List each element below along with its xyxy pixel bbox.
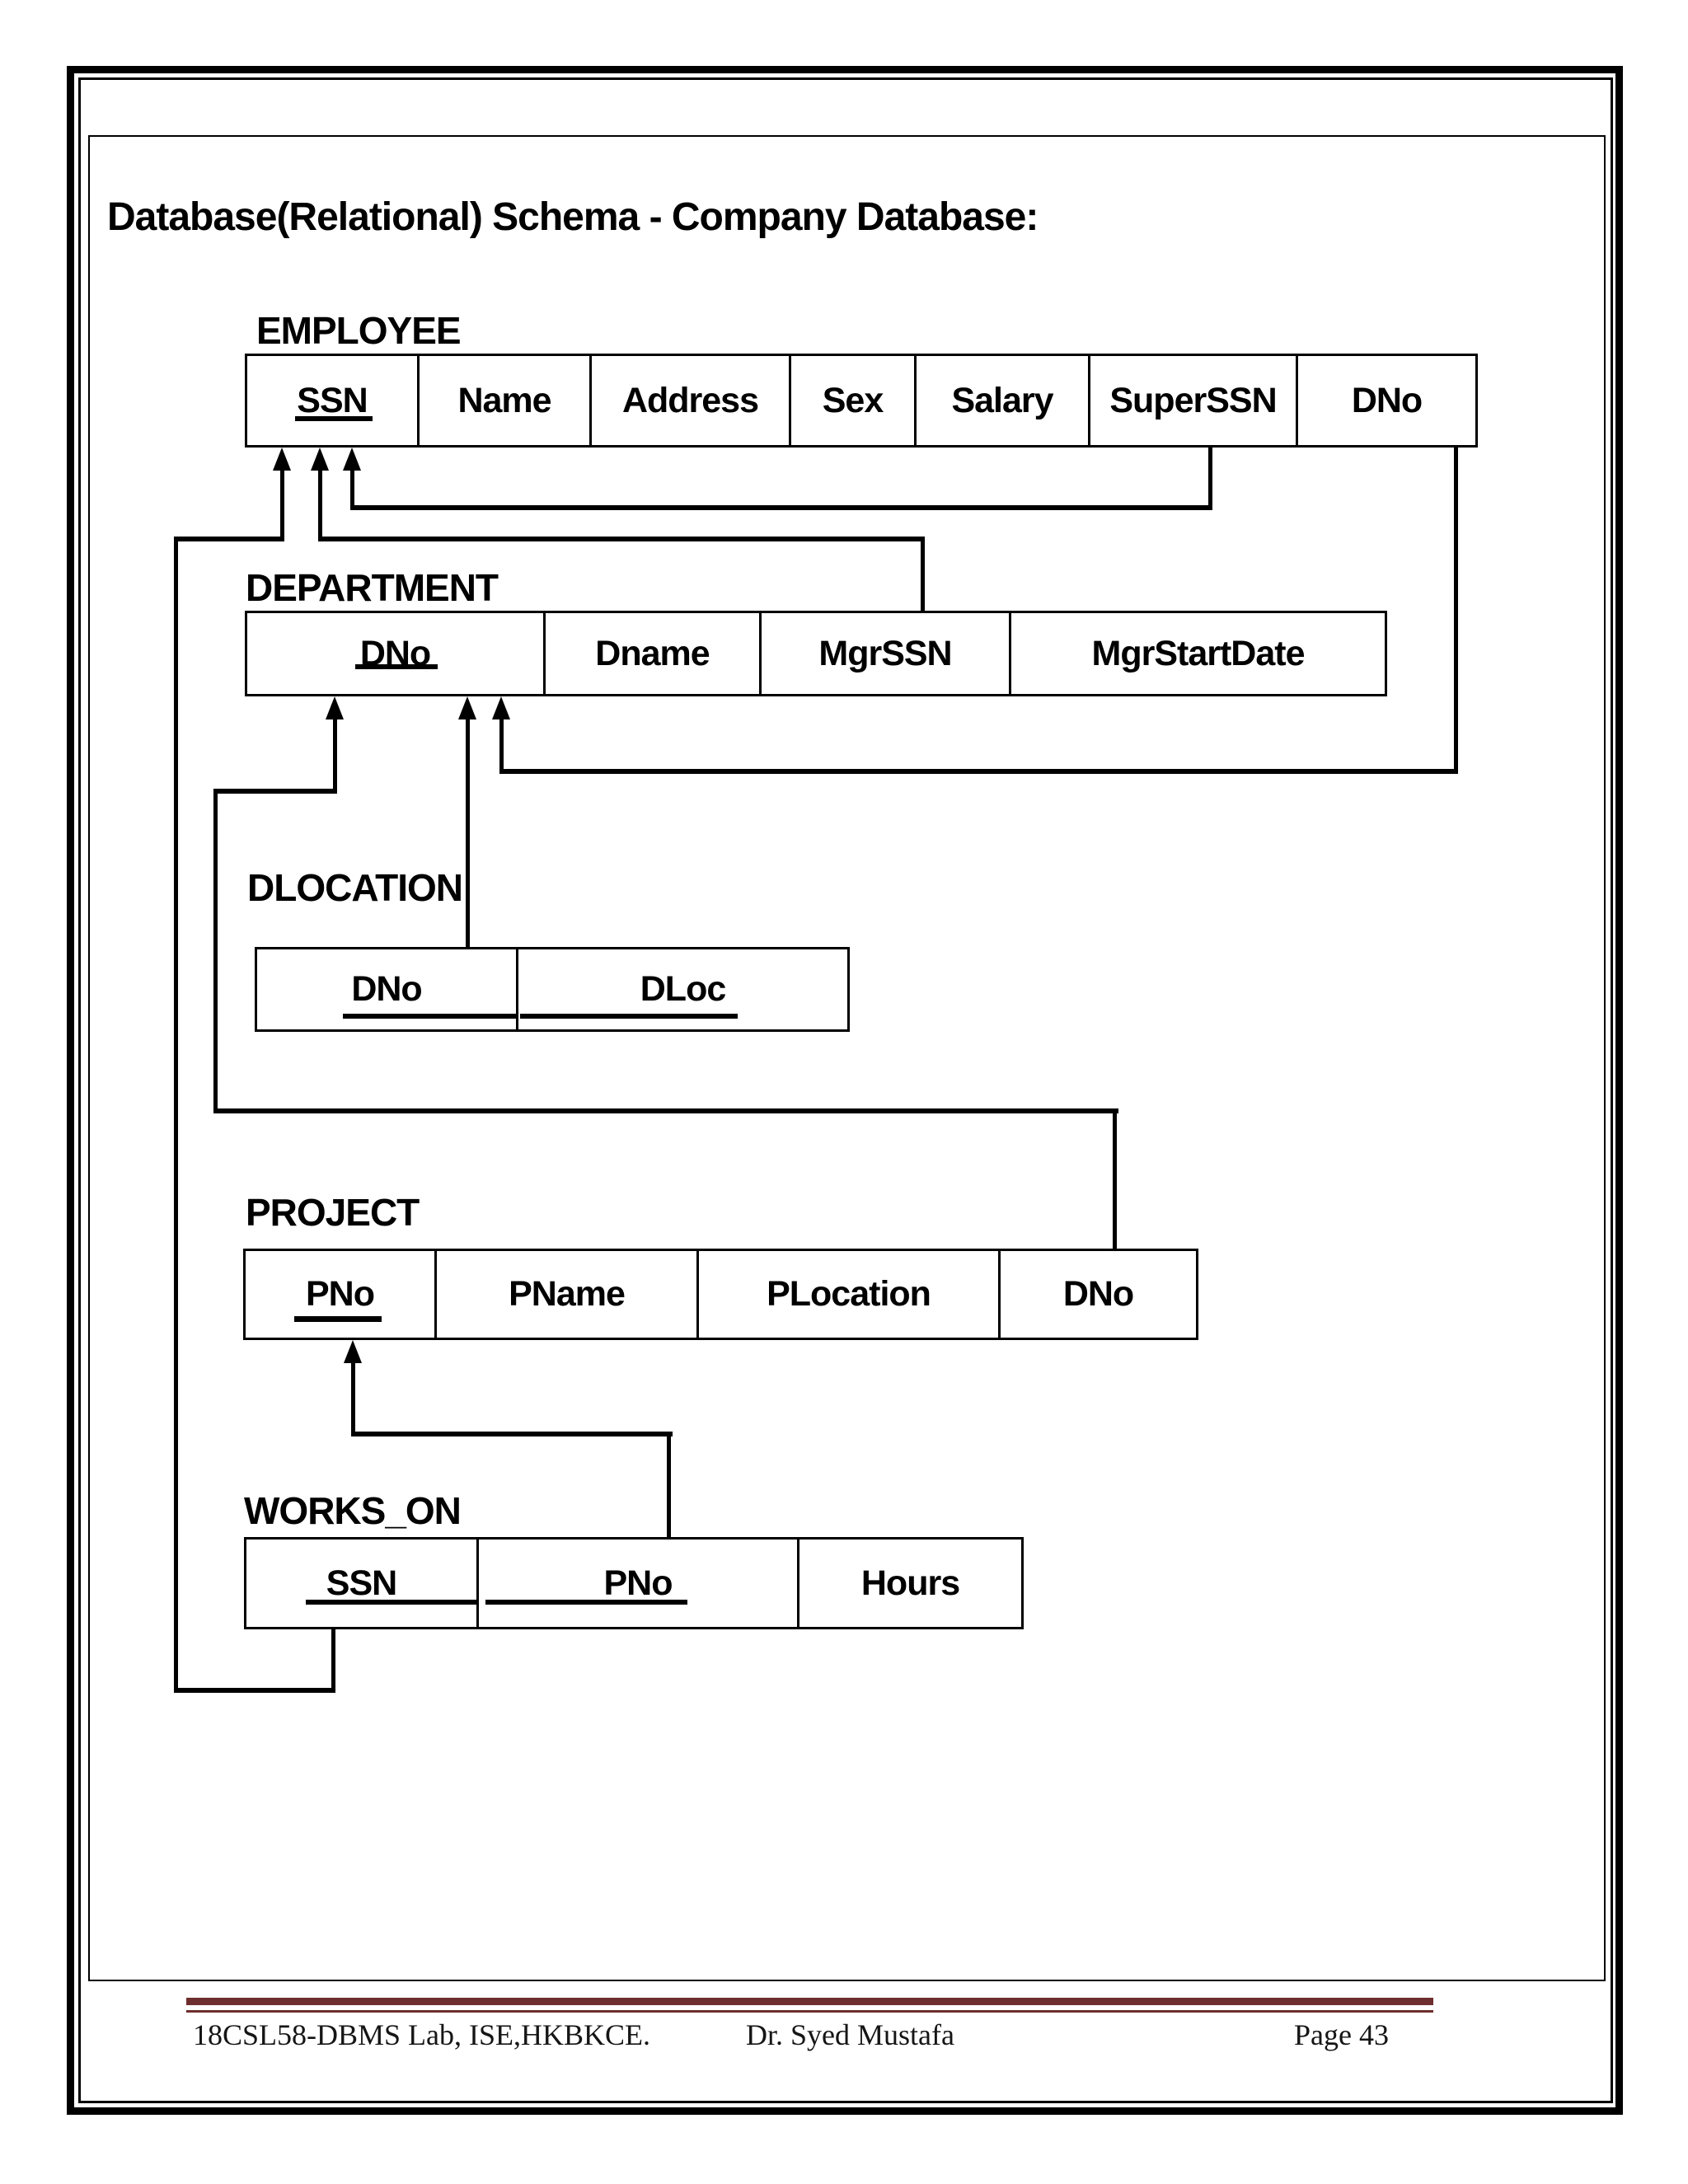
department-dno-pk-underline bbox=[355, 664, 438, 669]
employee-superssn-label: SuperSSN bbox=[1109, 380, 1277, 420]
works-on-ssn-cell: SSN bbox=[244, 1537, 479, 1629]
content-frame-border bbox=[88, 135, 1606, 1981]
fk-superssn-ssn-line-v bbox=[1208, 448, 1212, 510]
project-pno-cell: PNo bbox=[243, 1249, 437, 1340]
dlocation-dloc-pk-underline bbox=[520, 1014, 738, 1019]
dlocation-dloc-cell: DLoc bbox=[516, 947, 850, 1032]
fk-project-dno-line-v-left bbox=[213, 789, 218, 1113]
footer-rule-thick bbox=[186, 1998, 1433, 2005]
fk-superssn-ssn-shaft bbox=[350, 469, 354, 510]
employee-address-cell: Address bbox=[589, 354, 791, 448]
fk-project-dno-line-v-right bbox=[1113, 1108, 1117, 1250]
employee-sex-label: Sex bbox=[822, 380, 884, 420]
fk-employee-dno-line-h bbox=[499, 769, 1458, 774]
employee-ssn-label: SSN bbox=[297, 380, 368, 420]
table-label-dlocation: DLOCATION bbox=[247, 866, 463, 909]
employee-salary-cell: Salary bbox=[914, 354, 1090, 448]
project-pname-label: PName bbox=[509, 1274, 626, 1314]
works-on-ssn-label: SSN bbox=[326, 1563, 397, 1603]
table-employee: SSN Name Address Sex Salary SuperSSN DNo bbox=[245, 354, 1478, 448]
fk-superssn-ssn-line-h bbox=[352, 505, 1212, 510]
fk-project-dno-line-h-mid bbox=[213, 1108, 1118, 1113]
dlocation-dno-cell: DNo bbox=[255, 947, 518, 1032]
fk-dlocation-dno-shaft bbox=[466, 718, 470, 949]
employee-name-cell: Name bbox=[417, 354, 592, 448]
fk-works-on-ssn-stub-v bbox=[331, 1629, 335, 1693]
table-label-project: PROJECT bbox=[246, 1191, 420, 1234]
works-on-pno-label: PNo bbox=[603, 1563, 673, 1603]
department-mgrssn-cell: MgrSSN bbox=[759, 611, 1011, 696]
works-on-pno-pk-underline bbox=[485, 1600, 687, 1605]
works-on-ssn-pk-underline bbox=[306, 1600, 479, 1605]
footer-course-text: 18CSL58-DBMS Lab, ISE,HKBKCE. bbox=[193, 2018, 651, 2051]
employee-sex-cell: Sex bbox=[789, 354, 917, 448]
project-pname-cell: PName bbox=[434, 1249, 699, 1340]
footer-page-number: Page 43 bbox=[1294, 2018, 1389, 2051]
fk-project-dno-line-h-top bbox=[213, 789, 337, 794]
fk-works-on-ssn-line-h-top bbox=[174, 537, 284, 541]
works-on-pno-cell: PNo bbox=[476, 1537, 799, 1629]
fk-dlocation-dno-arrowhead bbox=[458, 696, 476, 719]
fk-works-on-pno-shaft bbox=[351, 1361, 355, 1436]
table-dlocation: DNo DLoc bbox=[255, 947, 850, 1032]
table-label-works-on: WORKS_ON bbox=[244, 1489, 462, 1532]
works-on-hours-label: Hours bbox=[860, 1563, 960, 1603]
project-dno-label: DNo bbox=[1062, 1274, 1134, 1314]
table-department: DNo Dname MgrSSN MgrStartDate bbox=[245, 611, 1387, 696]
fk-works-on-ssn-shaft bbox=[280, 469, 284, 541]
fk-employee-dno-arrowhead bbox=[492, 696, 510, 719]
fk-works-on-pno-arrowhead bbox=[344, 1340, 362, 1363]
employee-name-label: Name bbox=[457, 380, 551, 420]
employee-ssn-cell: SSN bbox=[245, 354, 420, 448]
page-outer-border bbox=[67, 66, 1623, 2115]
table-project: PNo PName PLocation DNo bbox=[243, 1249, 1198, 1340]
fk-superssn-ssn-arrowhead bbox=[343, 448, 361, 471]
dlocation-dloc-label: DLoc bbox=[640, 969, 726, 1009]
fk-employee-dno-line-v bbox=[1454, 448, 1458, 774]
table-label-employee: EMPLOYEE bbox=[256, 309, 462, 352]
employee-dno-label: DNo bbox=[1351, 380, 1423, 420]
employee-superssn-cell: SuperSSN bbox=[1088, 354, 1298, 448]
fk-mgrssn-ssn-shaft bbox=[318, 469, 322, 541]
employee-salary-label: Salary bbox=[951, 380, 1053, 420]
fk-works-on-ssn-arrowhead bbox=[273, 448, 291, 471]
footer-rule-thin bbox=[186, 2010, 1433, 2013]
project-plocation-cell: PLocation bbox=[696, 1249, 1001, 1340]
fk-project-dno-shaft bbox=[333, 718, 337, 794]
dlocation-dno-pk-underline bbox=[343, 1014, 518, 1019]
department-dno-cell: DNo bbox=[245, 611, 546, 696]
table-label-department: DEPARTMENT bbox=[246, 566, 499, 609]
page-title: Database(Relational) Schema - Company Da… bbox=[107, 195, 1039, 239]
dlocation-dno-label: DNo bbox=[351, 969, 422, 1009]
project-pno-label: PNo bbox=[306, 1274, 375, 1314]
works-on-hours-cell: Hours bbox=[797, 1537, 1024, 1629]
department-mgrstartdate-label: MgrStartDate bbox=[1091, 633, 1306, 673]
fk-project-dno-arrowhead bbox=[326, 696, 344, 719]
project-dno-cell: DNo bbox=[998, 1249, 1198, 1340]
project-pno-pk-underline bbox=[294, 1316, 382, 1322]
footer-author-text: Dr. Syed Mustafa bbox=[746, 2018, 954, 2051]
employee-ssn-pk-underline bbox=[295, 416, 373, 421]
department-dname-label: Dname bbox=[595, 633, 710, 673]
employee-address-label: Address bbox=[621, 380, 759, 420]
fk-employee-dno-shaft bbox=[499, 718, 504, 774]
fk-mgrssn-ssn-arrowhead bbox=[311, 448, 329, 471]
page-inner-border bbox=[78, 77, 1613, 2103]
employee-dno-cell: DNo bbox=[1296, 354, 1478, 448]
project-plocation-label: PLocation bbox=[767, 1274, 931, 1314]
department-mgrstartdate-cell: MgrStartDate bbox=[1009, 611, 1387, 696]
table-works-on: SSN PNo Hours bbox=[244, 1537, 1024, 1629]
fk-mgrssn-ssn-line-h bbox=[318, 537, 925, 541]
department-dname-cell: Dname bbox=[543, 611, 762, 696]
fk-works-on-ssn-line-v-left bbox=[174, 537, 178, 1693]
fk-mgrssn-ssn-line-v bbox=[921, 537, 925, 613]
fk-works-on-pno-line-v bbox=[667, 1432, 671, 1539]
department-mgrssn-label: MgrSSN bbox=[818, 633, 952, 673]
fk-works-on-pno-line-h bbox=[351, 1432, 673, 1436]
fk-works-on-ssn-line-h-bottom bbox=[174, 1688, 335, 1693]
